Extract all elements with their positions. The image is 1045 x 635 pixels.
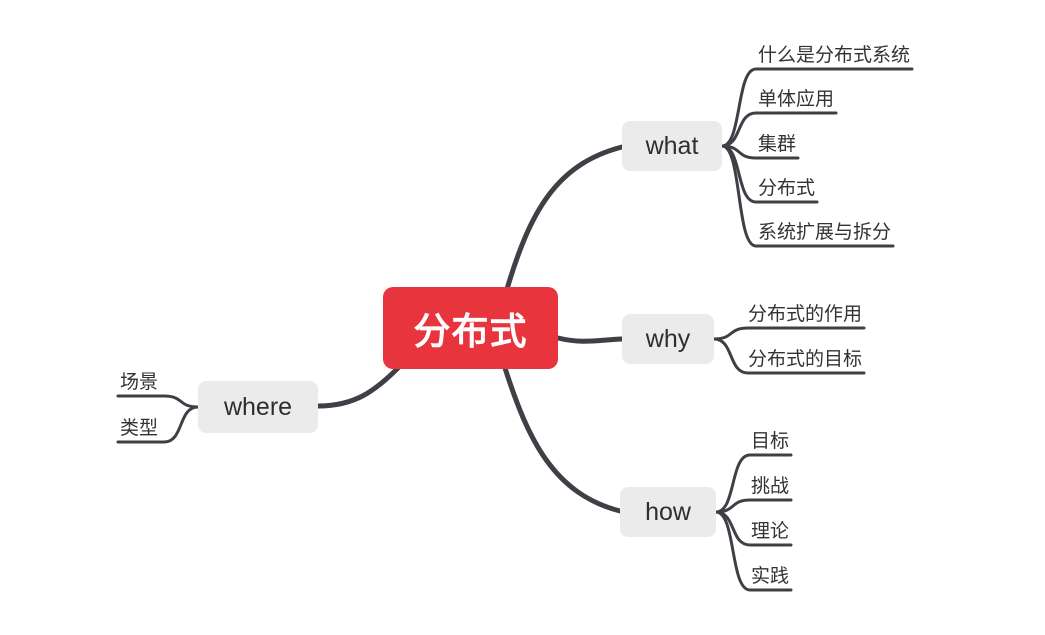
leaf-node[interactable]: 系统扩展与拆分 [758, 222, 892, 243]
branch-node-how[interactable]: how [620, 487, 716, 537]
leaf-node[interactable]: 挑战 [751, 476, 790, 497]
edge-where-leaf-0 [116, 394, 200, 409]
edge-root-where [315, 365, 401, 409]
leaf-node[interactable]: 实践 [751, 566, 790, 587]
leaf-node[interactable]: 什么是分布式系统 [758, 45, 911, 66]
branch-node-where[interactable]: where [198, 381, 318, 433]
branch-node-what[interactable]: what [622, 121, 722, 171]
leaf-node[interactable]: 理论 [751, 521, 790, 542]
leaf-node[interactable]: 分布式的目标 [748, 349, 863, 370]
leaf-node[interactable]: 分布式 [758, 178, 816, 199]
leaf-node[interactable]: 集群 [758, 134, 797, 155]
leaf-node[interactable]: 单体应用 [758, 89, 835, 110]
leaf-node[interactable]: 场景 [120, 372, 159, 393]
edge-why-leaf-0 [712, 326, 866, 341]
root-node[interactable]: 分布式 [383, 287, 558, 369]
leaf-node[interactable]: 目标 [751, 431, 790, 452]
edge-root-how [502, 365, 623, 514]
edge-root-why [555, 335, 625, 344]
edge-root-what [504, 144, 625, 292]
edge-how-leaf-1 [714, 498, 793, 514]
leaf-node[interactable]: 类型 [120, 418, 159, 439]
branch-node-why[interactable]: why [622, 314, 714, 364]
leaf-node[interactable]: 分布式的作用 [748, 304, 863, 325]
